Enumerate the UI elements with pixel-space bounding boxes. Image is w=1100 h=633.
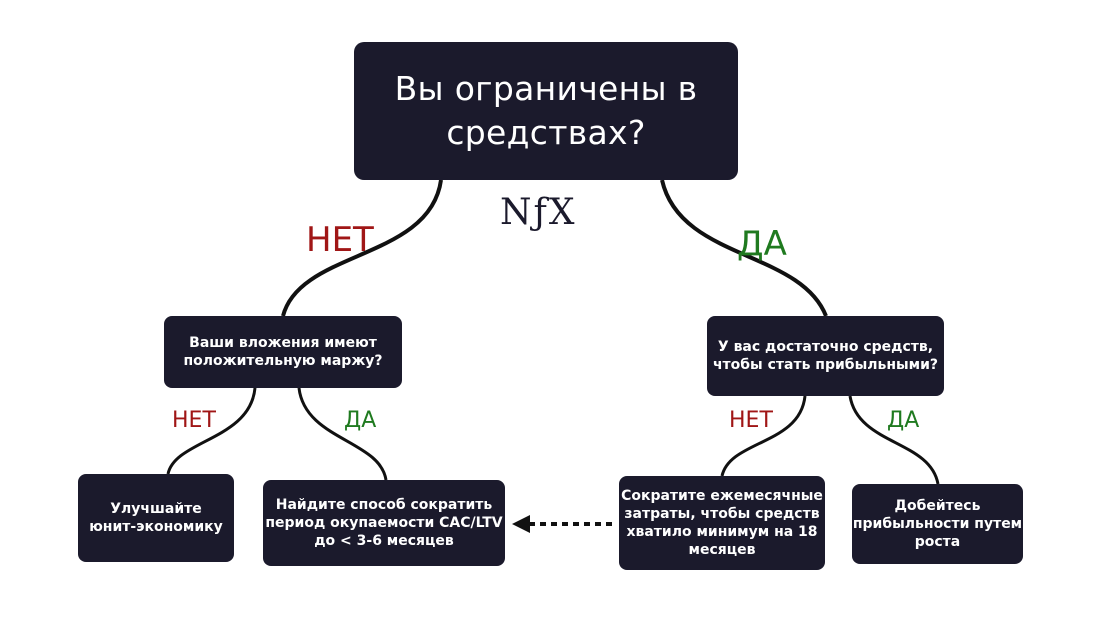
outcome-right-no-text: Сократите ежемесячные затраты, чтобы сре… <box>621 488 823 558</box>
outcome-left-yes-box: Найдите способ сократить период окупаемо… <box>263 480 505 566</box>
dashed-arrow-head <box>512 515 530 533</box>
right-question-text: У вас достаточно средств, чтобы стать пр… <box>712 339 939 373</box>
connector-left-yes <box>297 387 388 481</box>
label-left-no: НЕТ <box>172 408 216 433</box>
left-question-box: Ваши вложения имеют положительную маржу? <box>164 316 402 388</box>
connector-right-no <box>720 395 807 477</box>
left-question-text: Ваши вложения имеют положительную маржу? <box>183 335 383 369</box>
label-root-yes: ДА <box>737 224 787 264</box>
outcome-left-no-box: Улучшайте юнит-экономику <box>78 474 234 562</box>
outcome-left-yes-text: Найдите способ сократить период окупаемо… <box>265 497 503 549</box>
root-question-text: Вы ограничены в средствах? <box>394 69 698 152</box>
label-left-yes: ДА <box>344 408 377 433</box>
outcome-right-no-box: Сократите ежемесячные затраты, чтобы сре… <box>619 476 825 570</box>
connector-root-right <box>660 179 828 317</box>
connector-left-no <box>166 387 257 475</box>
outcome-right-yes-box: Добейтесь прибыльности путем роста <box>852 484 1023 564</box>
label-root-no: НЕТ <box>306 220 374 260</box>
nfx-logo: NƒX <box>500 192 577 233</box>
right-question-box: У вас достаточно средств, чтобы стать пр… <box>707 316 944 396</box>
root-question-box: Вы ограничены в средствах? <box>354 42 738 180</box>
connector-root-left <box>281 179 443 317</box>
outcome-left-no-text: Улучшайте юнит-экономику <box>89 501 223 535</box>
outcome-right-yes-text: Добейтесь прибыльности путем роста <box>852 498 1023 550</box>
label-right-yes: ДА <box>887 408 920 433</box>
label-right-no: НЕТ <box>729 408 773 433</box>
connector-right-yes <box>848 395 940 485</box>
